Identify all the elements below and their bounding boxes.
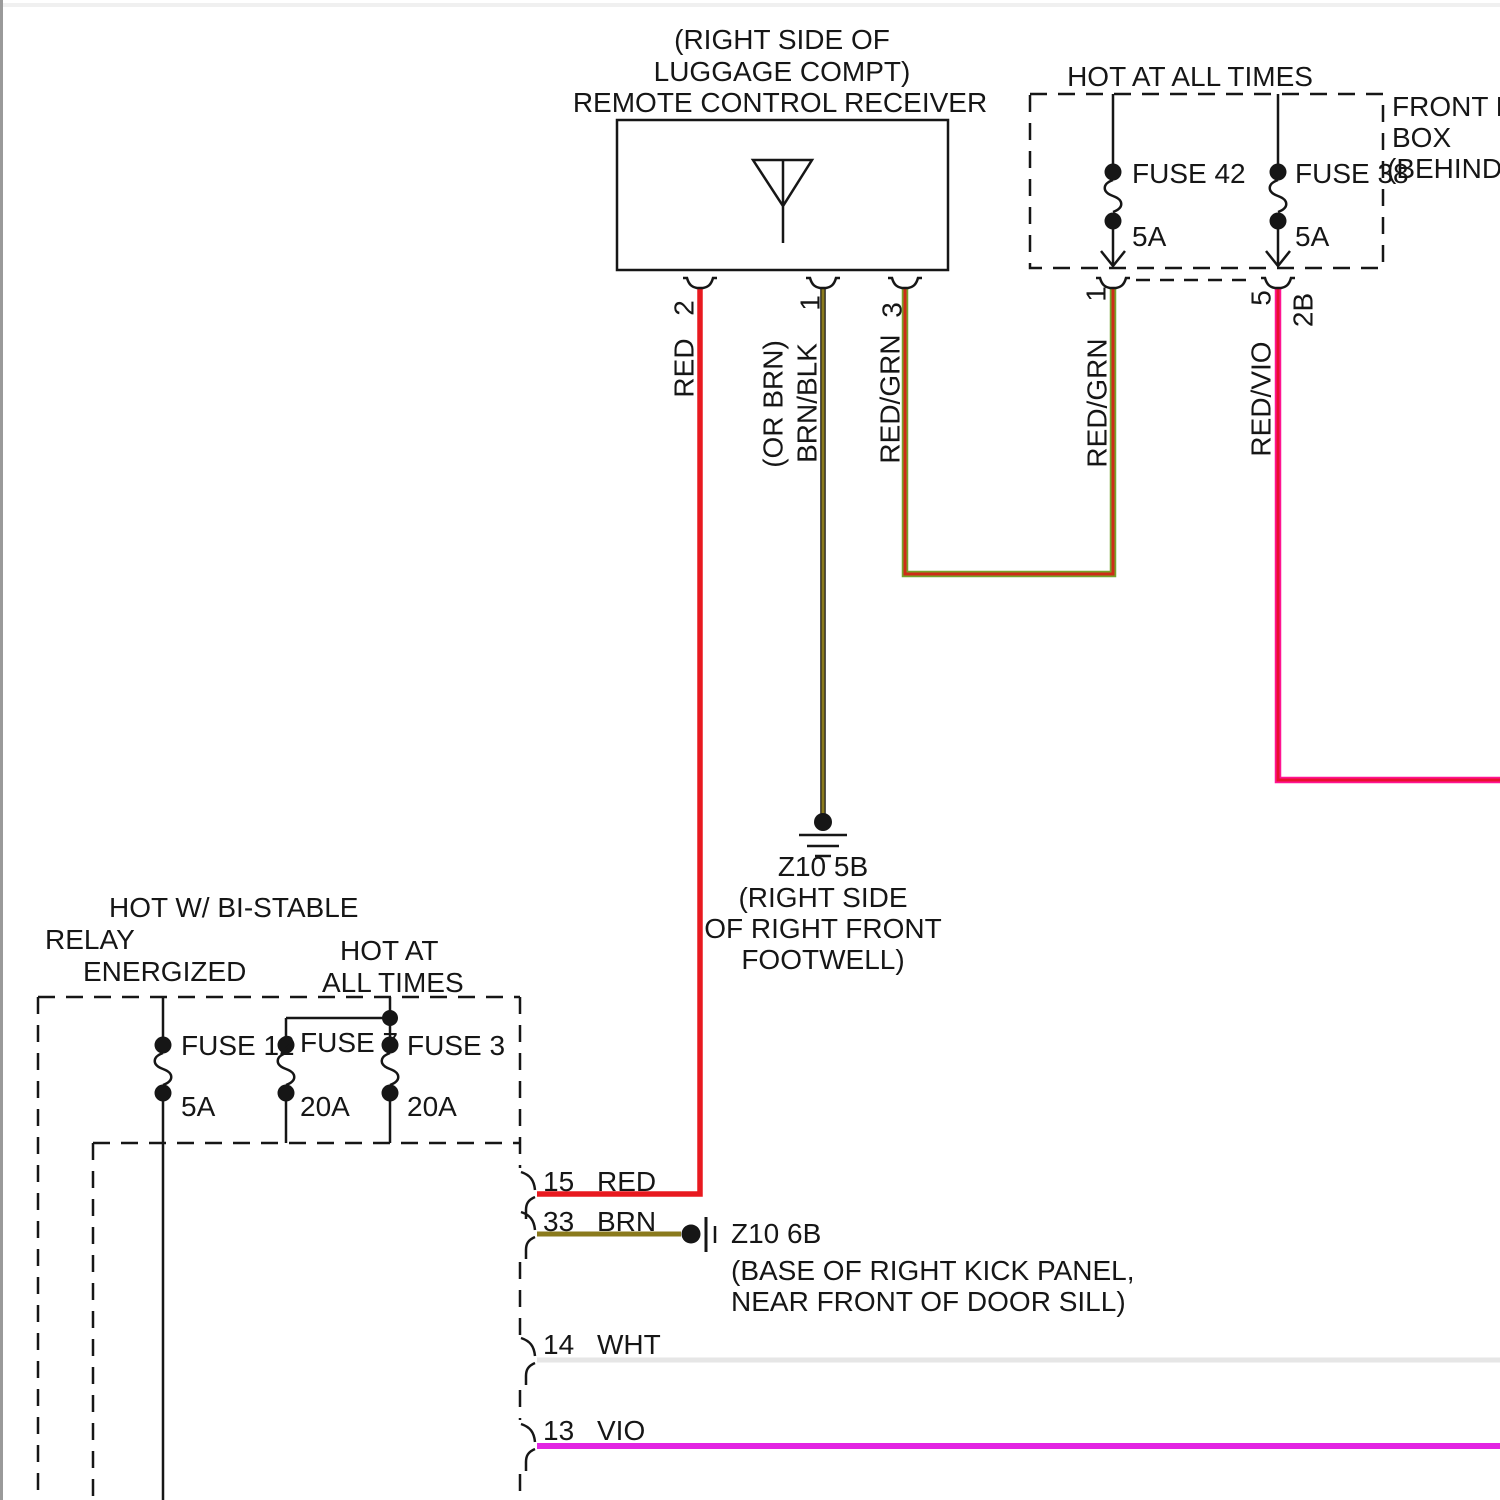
antenna-icon — [750, 158, 815, 243]
wire-label-red-grn-right: RED/GRN — [1081, 338, 1113, 468]
ground-z10-5b-symbol — [799, 813, 847, 858]
wire-red-vio — [1274, 289, 1500, 784]
ground-z10-6b-id: Z10 6B — [731, 1218, 822, 1249]
receiver-pin-connectors — [683, 276, 922, 290]
powerbox-pin-5: 5 — [1245, 290, 1277, 306]
fuse-7-symbol — [276, 1018, 296, 1143]
relay-header-line3: ENERGIZED — [83, 956, 247, 987]
wire-label-red-vio: RED/VIO — [1245, 341, 1277, 457]
fuse-3-symbol — [380, 997, 400, 1143]
ground-z10-6b-loc1: (BASE OF RIGHT KICK PANEL, — [731, 1255, 1135, 1286]
powerbox-pin-1: 1 — [1080, 286, 1112, 302]
pin-14-number: 14 — [543, 1329, 575, 1360]
arrow-down-icon — [1265, 250, 1291, 269]
powerbox-note-line1: FRONT P — [1392, 91, 1500, 122]
receiver-pin-2: 2 — [668, 300, 700, 316]
relay-header-right-line2: ALL TIMES — [322, 967, 464, 998]
fuse-42-rating: 5A — [1132, 221, 1167, 252]
fuse-42-label: FUSE 42 — [1132, 158, 1246, 189]
fuse-38-rating: 5A — [1295, 221, 1330, 252]
front-power-box — [1028, 92, 1385, 290]
ground-z10-5b-loc3: FOOTWELL) — [741, 944, 905, 975]
ground-z10-5b-loc2: OF RIGHT FRONT — [704, 913, 942, 944]
fuse-38-label: FUSE 38 — [1295, 158, 1409, 189]
receiver-location-line1: (RIGHT SIDE OF — [674, 24, 890, 55]
fuse-42-symbol — [1100, 94, 1126, 269]
pin-33-color: BRN — [597, 1206, 657, 1237]
connector-id-2b: 2B — [1287, 292, 1319, 328]
relay-header-right-line1: HOT AT — [340, 935, 439, 966]
wires — [537, 289, 1500, 1449]
wire-red — [537, 289, 703, 1197]
pin-15-color: RED — [597, 1166, 657, 1197]
fuse-3-label: FUSE 3 — [407, 1030, 506, 1061]
pin-33-number: 33 — [543, 1206, 575, 1237]
ground-z10-6b-symbol — [681, 1217, 717, 1252]
pin-13-number: 13 — [543, 1415, 575, 1446]
wire-label-brn-blk: BRN/BLK — [791, 343, 823, 463]
connector-braces — [520, 1170, 537, 1471]
relay-header-line2: RELAY — [45, 924, 135, 955]
arrow-down-icon — [1100, 250, 1126, 269]
powerbox-header: HOT AT ALL TIMES — [1067, 61, 1313, 92]
receiver-location-line2: LUGGAGE COMPT) — [653, 56, 911, 87]
receiver-box — [615, 118, 950, 272]
fuse-3-rating: 20A — [407, 1091, 457, 1122]
ground-z10-5b-loc1: (RIGHT SIDE — [738, 882, 908, 913]
powerbox-note-line2: BOX — [1392, 122, 1452, 153]
wire-label-or-brn: (OR BRN) — [757, 340, 789, 468]
wire-label-red-grn-left: RED/GRN — [874, 334, 906, 464]
fuse-12-symbol — [153, 997, 173, 1500]
fuse-12-rating: 5A — [181, 1091, 216, 1122]
receiver-title: REMOTE CONTROL RECEIVER — [572, 87, 988, 118]
wire-red-vio-core — [1276, 289, 1500, 782]
pin-13-color: VIO — [597, 1415, 646, 1446]
powerbox-note-line3: (BEHIND — [1387, 153, 1500, 184]
wire-label-red: RED — [668, 338, 700, 398]
receiver-pin-1: 1 — [794, 295, 826, 311]
fuse-7-rating: 20A — [300, 1091, 350, 1122]
ground-z10-5b-id: Z10 5B — [777, 851, 869, 882]
relay-header-line1: HOT W/ BI-STABLE — [109, 892, 359, 923]
pin-15-number: 15 — [543, 1166, 575, 1197]
fuse-12-label: FUSE 12 — [181, 1030, 295, 1061]
pin-14-color: WHT — [597, 1329, 661, 1360]
fuse-38-symbol — [1265, 94, 1291, 269]
relay-fuse-box — [36, 995, 537, 1500]
ground-z10-6b-loc2: NEAR FRONT OF DOOR SILL) — [731, 1286, 1126, 1317]
wire-red-grn-core — [903, 289, 1115, 576]
fuse-7-label: FUSE 7 — [300, 1027, 399, 1058]
receiver-pin-3: 3 — [876, 302, 908, 318]
